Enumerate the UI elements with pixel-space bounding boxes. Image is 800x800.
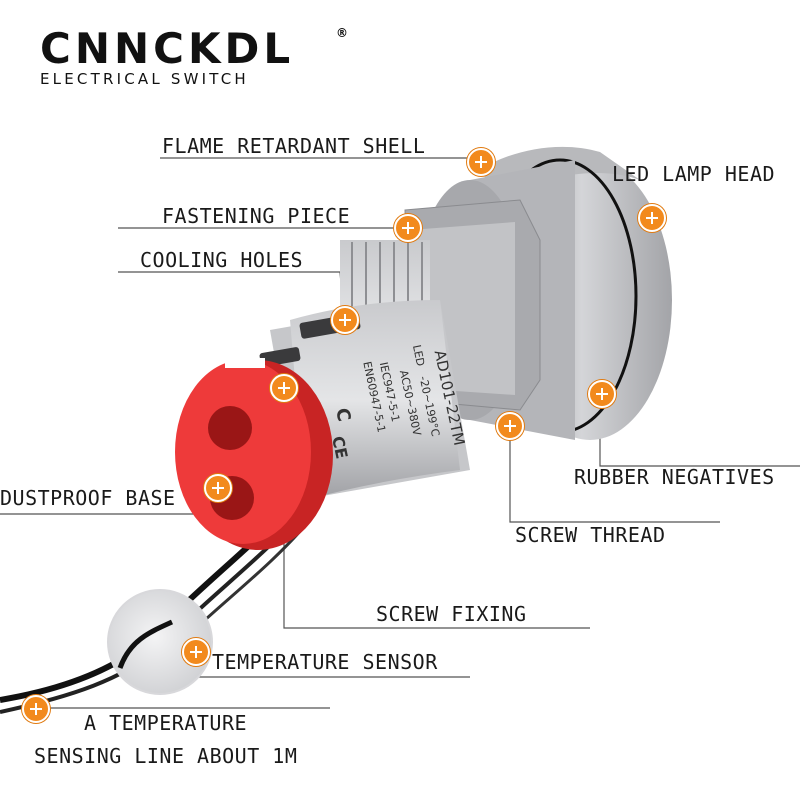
label-screw-thread: SCREW THREAD (515, 523, 666, 547)
plus-marker-icon (331, 306, 359, 334)
plus-marker-icon (588, 380, 616, 408)
led-print: LED (410, 344, 427, 368)
ce-print: CE (328, 434, 351, 460)
label-led-lamp-head: LED LAMP HEAD (612, 162, 776, 186)
plus-marker-icon (394, 214, 422, 242)
label-rubber-negatives: RUBBER NEGATIVES (574, 465, 775, 489)
flame-retardant-shell: AD101-22TM LED -20~199°C AC50~380V IEC94… (259, 300, 470, 500)
label-screw-fixing: SCREW FIXING (376, 602, 527, 626)
registered-mark: ® (336, 26, 348, 40)
plus-marker-icon (182, 638, 210, 666)
plus-marker-icon (638, 204, 666, 232)
label-sensing-line-2: SENSING LINE ABOUT 1M (34, 744, 298, 768)
plus-marker-icon (204, 474, 232, 502)
label-temperature-sensor: TEMPERATURE SENSOR (212, 650, 438, 674)
plus-marker-icon (22, 695, 50, 723)
temperature-sensor (107, 589, 213, 695)
label-fastening-piece: FASTENING PIECE (162, 204, 351, 228)
plus-marker-icon (467, 148, 495, 176)
label-flame-retardant-shell: FLAME RETARDANT SHELL (162, 134, 426, 158)
label-cooling-holes: COOLING HOLES (140, 248, 304, 272)
label-dustproof-base: DUSTPROOF BASE (0, 486, 176, 510)
brand-subtitle: ELECTRICAL SWITCH (40, 70, 249, 88)
plus-marker-icon (496, 412, 524, 440)
brand-logo: CNNCKDL ® ELECTRICAL SWITCH (40, 24, 348, 89)
logo-print: C (331, 406, 354, 423)
label-sensing-line-1: A TEMPERATURE (84, 711, 248, 735)
plus-marker-icon (270, 374, 298, 402)
dustproof-base (175, 358, 333, 550)
brand-name: CNNCKDL (40, 24, 295, 73)
